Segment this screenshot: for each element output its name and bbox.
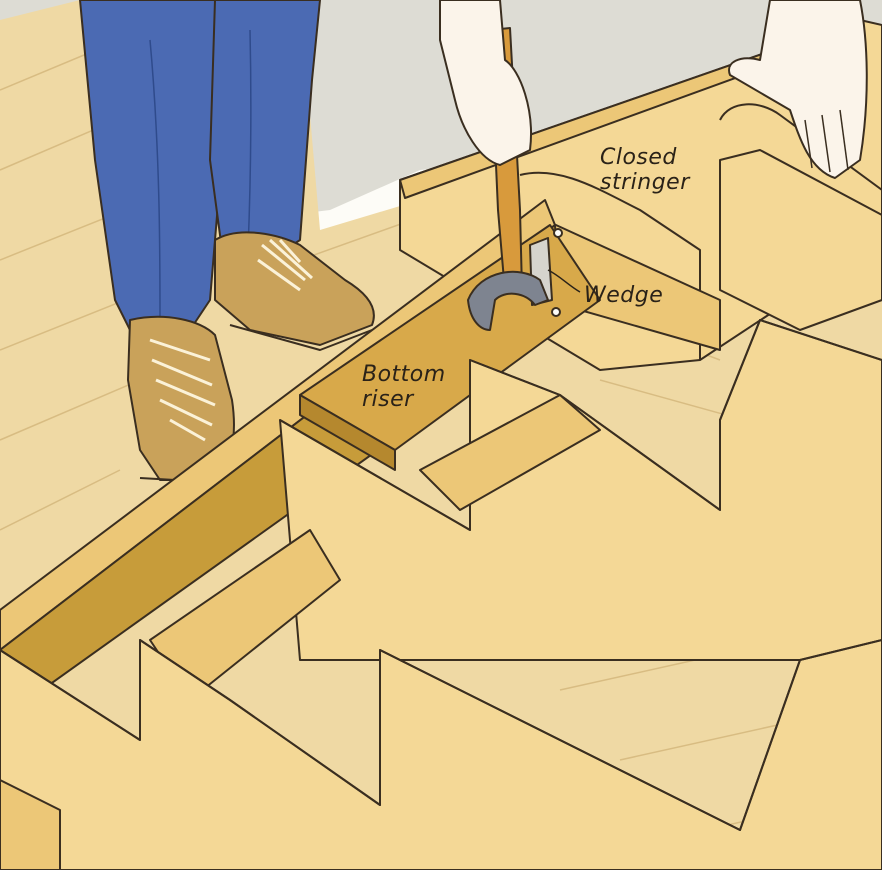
label-closed-stringer-line2: stringer (600, 170, 690, 195)
label-bottom-riser-line1: Bottom (362, 362, 446, 387)
label-bottom-riser-line2: riser (362, 387, 446, 412)
label-bottom-riser: Bottom riser (362, 362, 446, 412)
label-closed-stringer: Closed stringer (600, 145, 690, 195)
label-wedge: Wedge (584, 283, 663, 308)
label-wedge-text: Wedge (584, 283, 663, 308)
screw-top (554, 229, 562, 237)
label-closed-stringer-line1: Closed (600, 145, 690, 170)
screw-bottom (552, 308, 560, 316)
